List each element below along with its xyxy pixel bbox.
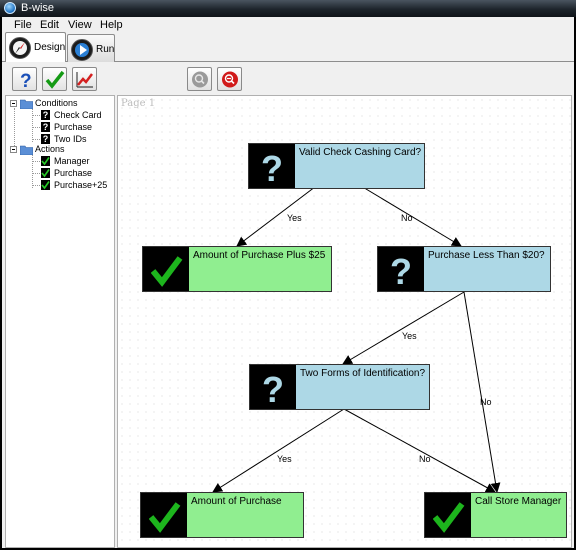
svg-text:?: ? xyxy=(262,371,284,405)
zoom-out-button[interactable] xyxy=(217,67,242,91)
tab-run-label: Run xyxy=(96,44,115,55)
tree-line xyxy=(32,185,40,186)
tab-design-label: Design xyxy=(34,42,66,53)
question-mark-icon: ? xyxy=(41,122,50,132)
folder-icon xyxy=(20,99,33,109)
tree-line xyxy=(32,152,33,188)
add-condition-button[interactable]: ? xyxy=(12,67,37,91)
item-tree: Conditions ? Check Card ? Purchase ? Two… xyxy=(5,95,115,548)
action-node-purchase-plus-25[interactable]: Amount of Purchase Plus $25 xyxy=(142,246,332,292)
zoom-in-icon xyxy=(192,71,208,88)
collapse-toggle[interactable] xyxy=(10,100,17,107)
tab-run[interactable]: Run xyxy=(67,34,115,62)
run-icon xyxy=(71,39,93,61)
checkmark-icon xyxy=(143,247,189,291)
checkmark-icon xyxy=(45,70,65,89)
tree-line xyxy=(32,139,40,140)
tree-line xyxy=(32,106,33,142)
condition-node-purchase-under-20[interactable]: ? Purchase Less Than $20? xyxy=(377,246,551,292)
svg-text:?: ? xyxy=(390,253,412,287)
edge-label-yes: Yes xyxy=(402,331,417,341)
tree-group-label: Conditions xyxy=(35,98,78,108)
title-bar: B-wise xyxy=(0,0,576,17)
node-label: Amount of Purchase Plus $25 xyxy=(193,250,326,261)
checkmark-icon xyxy=(141,493,187,537)
compass-icon xyxy=(9,37,31,59)
menu-edit[interactable]: Edit xyxy=(40,19,59,31)
edge-label-yes: Yes xyxy=(277,454,292,464)
tab-divider xyxy=(2,61,574,62)
tree-line xyxy=(14,108,15,146)
edge-label-yes: Yes xyxy=(287,213,302,223)
node-body: Two Forms of Identification? xyxy=(296,365,429,409)
tree-item-label: Check Card xyxy=(54,110,102,120)
tab-design[interactable]: Design xyxy=(5,32,66,62)
node-label: Two Forms of Identification? xyxy=(300,368,426,379)
condition-node-two-ids[interactable]: ? Two Forms of Identification? xyxy=(249,364,430,410)
menu-view[interactable]: View xyxy=(68,19,92,31)
folder-icon xyxy=(20,145,33,155)
page-label: Page 1 xyxy=(121,98,156,109)
node-label: Call Store Manager xyxy=(475,496,562,507)
node-body: Amount of Purchase xyxy=(187,493,303,537)
tree-line xyxy=(32,127,40,128)
question-mark-icon: ? xyxy=(20,71,32,89)
checkmark-icon xyxy=(41,180,50,190)
node-label: Valid Check Cashing Card? xyxy=(299,147,422,158)
question-mark-icon: ? xyxy=(41,110,50,120)
node-label: Amount of Purchase xyxy=(191,496,282,507)
decision-canvas[interactable]: Page 1 Yes No Yes No Yes No ? V xyxy=(117,95,572,548)
app-icon xyxy=(4,2,16,14)
node-body: Amount of Purchase Plus $25 xyxy=(189,247,331,291)
tree-item-label: Purchase xyxy=(54,168,93,178)
question-mark-icon: ? xyxy=(41,134,50,144)
toolbar: ? xyxy=(2,63,574,93)
checkmark-icon xyxy=(41,168,50,178)
edge-q3-no[interactable] xyxy=(343,408,496,493)
node-label: Purchase Less Than $20? xyxy=(428,250,545,261)
action-node-amount-of-purchase[interactable]: Amount of Purchase xyxy=(140,492,304,538)
collapse-toggle[interactable] xyxy=(10,146,17,153)
node-body: Call Store Manager xyxy=(471,493,566,537)
tree-item-label: Two IDs xyxy=(54,134,87,144)
checkmark-icon xyxy=(41,156,50,166)
question-mark-icon: ? xyxy=(250,365,296,409)
tree-item-label: Purchase xyxy=(54,122,93,132)
add-action-button[interactable] xyxy=(42,67,67,91)
mode-tabs: Design Run xyxy=(2,32,574,62)
question-mark-icon: ? xyxy=(249,144,295,188)
tree-group-label: Actions xyxy=(35,144,65,154)
main-window: File Edit View Help Design xyxy=(2,17,574,548)
tree-line xyxy=(32,115,40,116)
zoom-out-icon xyxy=(222,71,238,88)
tree-line xyxy=(32,161,40,162)
chart-button[interactable] xyxy=(72,67,97,91)
tree-item-label: Purchase+25 xyxy=(54,180,108,190)
menu-help[interactable]: Help xyxy=(100,19,123,31)
condition-node-valid-check-card[interactable]: ? Valid Check Cashing Card? xyxy=(248,143,425,189)
node-body: Valid Check Cashing Card? xyxy=(295,144,424,188)
action-node-call-store-manager[interactable]: Call Store Manager xyxy=(424,492,567,538)
svg-text:?: ? xyxy=(20,71,32,89)
question-mark-icon: ? xyxy=(378,247,424,291)
svg-text:?: ? xyxy=(261,150,283,184)
node-body: Purchase Less Than $20? xyxy=(424,247,550,291)
window-title: B-wise xyxy=(21,2,55,14)
edge-label-no: No xyxy=(419,454,431,464)
edge-q2-no[interactable] xyxy=(463,291,501,493)
edge-label-no: No xyxy=(401,213,413,223)
tree-item-label: Manager xyxy=(54,156,90,166)
menu-bar: File Edit View Help xyxy=(2,17,574,32)
trend-chart-icon xyxy=(76,72,93,88)
zoom-in-button[interactable] xyxy=(187,67,212,91)
edge-q3-yes[interactable] xyxy=(212,408,345,493)
checkmark-icon xyxy=(425,493,471,537)
edge-q2-yes[interactable] xyxy=(342,291,465,365)
menu-file[interactable]: File xyxy=(14,19,32,31)
tree-line xyxy=(32,173,40,174)
edge-label-no: No xyxy=(480,397,492,407)
